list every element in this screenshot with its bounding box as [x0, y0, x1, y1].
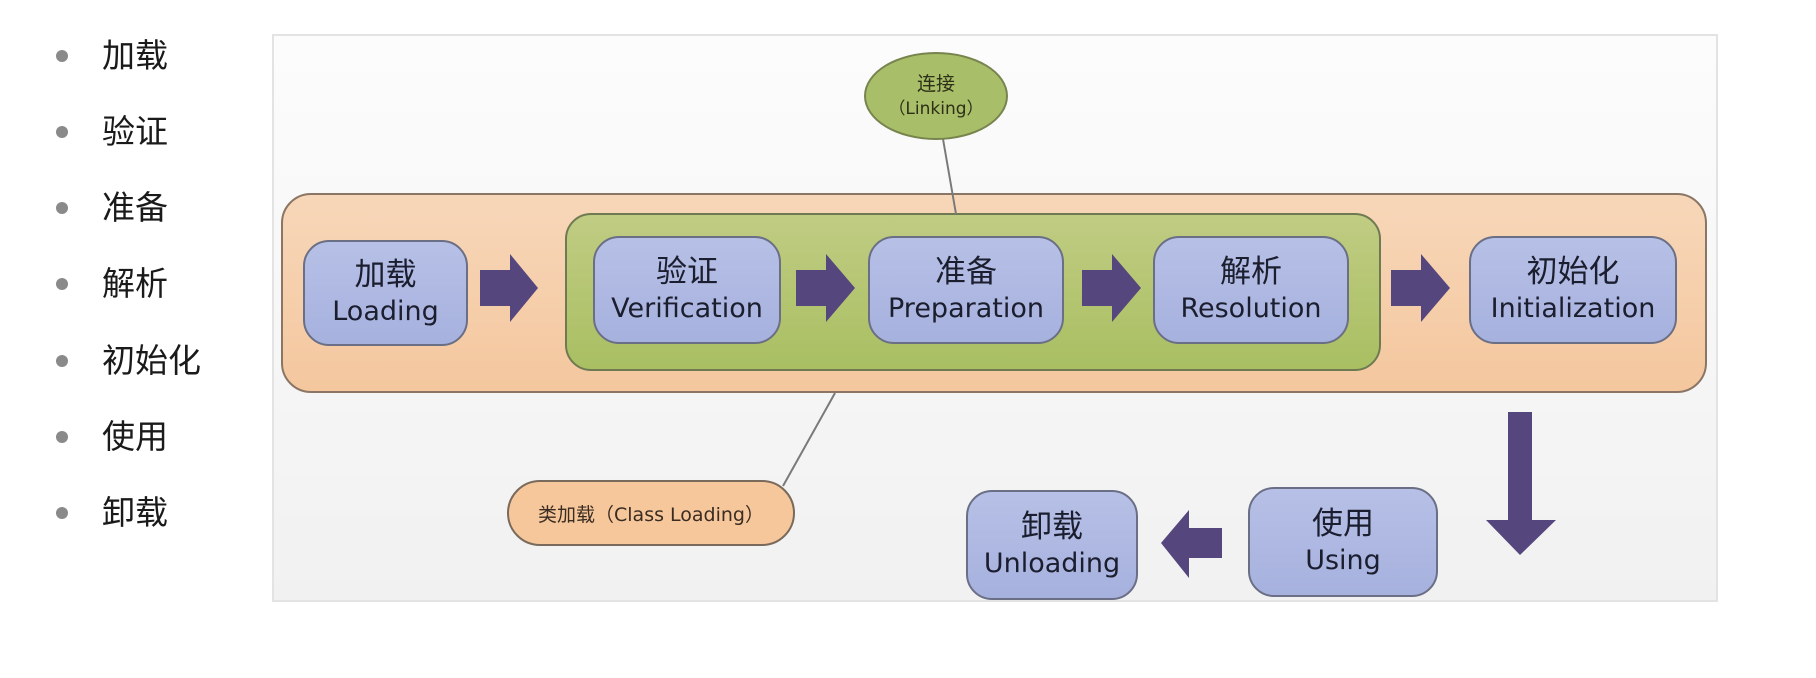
- stage-en-label: Verification: [611, 293, 763, 324]
- arrow-right-icon: [1082, 254, 1141, 322]
- list-item: 解析: [50, 264, 250, 304]
- list-item: 初始化: [50, 341, 250, 381]
- list-item: 卸载: [50, 493, 250, 533]
- stage-using: 使用 Using: [1248, 487, 1438, 597]
- stage-zh-label: 解析: [1220, 254, 1282, 290]
- stage-en-label: Preparation: [888, 293, 1044, 324]
- list-item-label: 加载: [102, 36, 168, 75]
- stage-zh-label: 初始化: [1526, 254, 1620, 290]
- stage-loading: 加载 Loading: [303, 240, 468, 346]
- stage-en-label: Using: [1305, 545, 1381, 576]
- stage-preparation: 准备 Preparation: [868, 236, 1064, 344]
- list-item-label: 解析: [102, 264, 168, 303]
- stage-en-label: Unloading: [983, 548, 1121, 579]
- bullet-dot-icon: [56, 355, 68, 367]
- stage-zh-label: 验证: [656, 254, 718, 290]
- bullet-dot-icon: [56, 126, 68, 138]
- class-loading-label-bubble: 类加载（Class Loading）: [507, 480, 795, 546]
- bullet-dot-icon: [56, 50, 68, 62]
- arrow-down-icon: [1486, 412, 1556, 555]
- list-item-label: 验证: [102, 112, 168, 151]
- bullet-dot-icon: [56, 202, 68, 214]
- bullet-dot-icon: [56, 278, 68, 290]
- list-item: 使用: [50, 417, 250, 457]
- stage-en-label: Resolution: [1180, 293, 1322, 324]
- arrow-right-icon: [1391, 254, 1450, 322]
- stage-zh-label: 卸载: [1021, 509, 1083, 545]
- stage-initialization: 初始化 Initialization: [1469, 236, 1677, 344]
- bullet-dot-icon: [56, 507, 68, 519]
- list-item-label: 准备: [102, 188, 168, 227]
- stage-resolution: 解析 Resolution: [1153, 236, 1349, 344]
- list-item-label: 卸载: [102, 493, 168, 532]
- linking-label-bubble: 连接 （Linking）: [864, 52, 1008, 140]
- list-item-label: 初始化: [102, 341, 201, 380]
- list-item: 验证: [50, 112, 250, 152]
- stage-zh-label: 使用: [1312, 506, 1374, 542]
- list-item: 加载: [50, 36, 250, 76]
- list-item-label: 使用: [102, 417, 168, 456]
- arrow-right-icon: [480, 254, 538, 322]
- stage-en-label: Initialization: [1490, 293, 1656, 324]
- list-item: 准备: [50, 188, 250, 228]
- arrow-left-icon: [1161, 510, 1222, 578]
- linking-en-label: （Linking）: [888, 99, 984, 119]
- class-loading-connector-line: [782, 392, 836, 487]
- class-loading-label: 类加载（Class Loading）: [538, 503, 764, 526]
- bullet-dot-icon: [56, 431, 68, 443]
- stage-zh-label: 准备: [935, 254, 997, 290]
- linking-connector-line: [942, 138, 957, 215]
- stage-en-label: Loading: [332, 296, 439, 327]
- stage-verification: 验证 Verification: [593, 236, 781, 344]
- stage-unloading: 卸载 Unloading: [966, 490, 1138, 600]
- linking-zh-label: 连接: [916, 73, 955, 95]
- stage-zh-label: 加载: [354, 257, 417, 293]
- arrow-right-icon: [796, 254, 855, 322]
